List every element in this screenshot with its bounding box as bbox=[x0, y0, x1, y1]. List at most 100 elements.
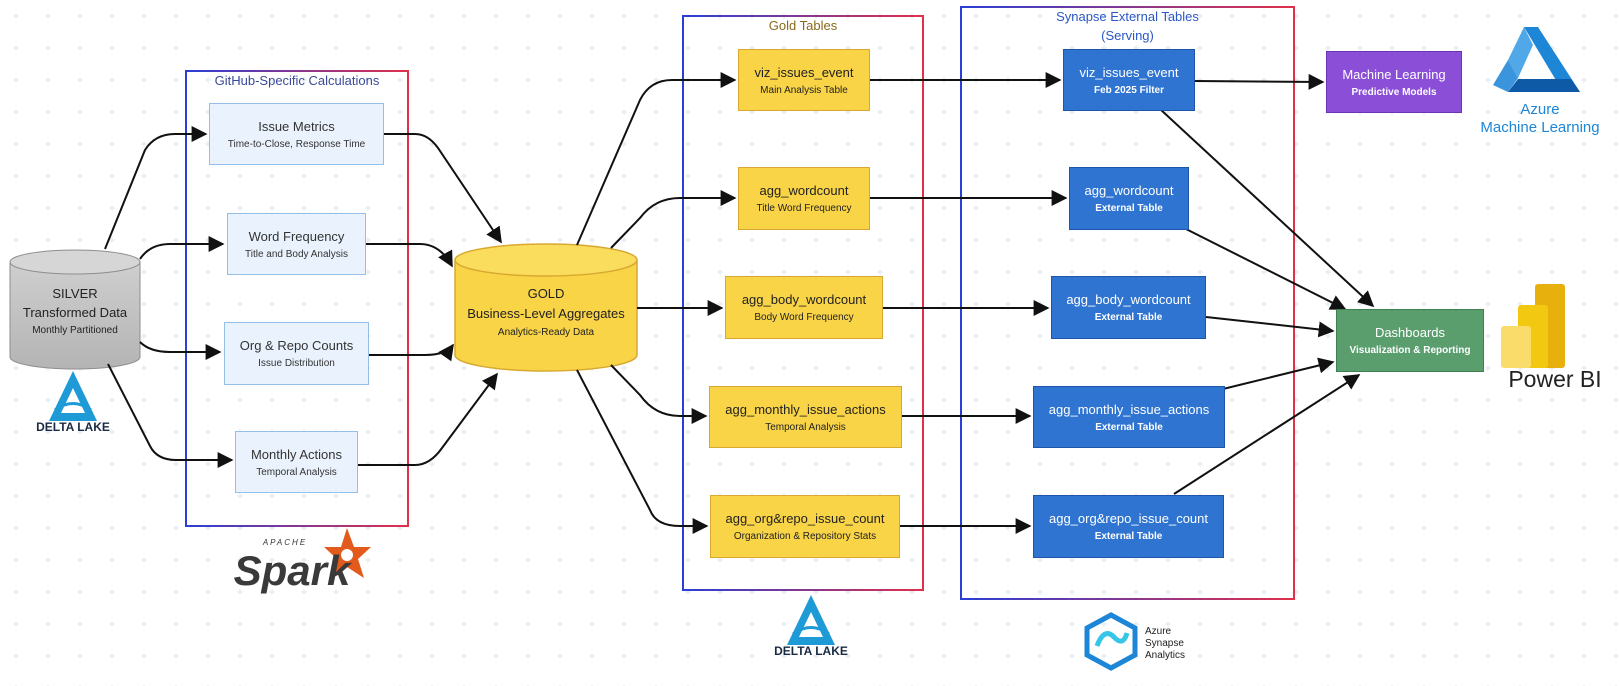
org-repo-counts-desc: Issue Distribution bbox=[258, 358, 335, 369]
gold-label: GOLD Business-Level Aggregates Analytics… bbox=[455, 286, 637, 338]
issue-metrics-desc: Time-to-Close, Response Time bbox=[227, 138, 366, 150]
synapse-table-title: viz_issues_event bbox=[1079, 64, 1179, 80]
gold-note: Analytics-Ready Data bbox=[497, 327, 595, 338]
spark-logo-text: Spark bbox=[233, 547, 351, 594]
synapse-table-title: agg_org&repo_issue_count bbox=[1048, 511, 1208, 526]
arrow-silver-to-word-frequency bbox=[139, 236, 225, 260]
gold-table-title: agg_org&repo_issue_count bbox=[725, 511, 885, 526]
monthly-actions-desc: Temporal Analysis bbox=[256, 466, 337, 478]
synapse-table-desc: External Table bbox=[1094, 531, 1163, 542]
arrow-silver-to-org-repo-counts bbox=[139, 341, 222, 360]
gold-table-title: agg_wordcount bbox=[759, 183, 849, 198]
delta-lake-logo-left bbox=[49, 371, 97, 421]
dashboards-title: Dashboards bbox=[1374, 325, 1446, 340]
monthly-actions-box[interactable]: Monthly Actions Temporal Analysis bbox=[235, 431, 358, 493]
delta-lake-text-left: DELTA LAKE bbox=[36, 420, 110, 434]
gold-title: GOLD bbox=[527, 286, 565, 301]
azure-ml-text-line2: Machine Learning bbox=[1480, 119, 1600, 136]
synapse-table-title: agg_wordcount bbox=[1084, 183, 1174, 198]
arrow-gold-to-viz-issues-event bbox=[576, 72, 737, 246]
gold-table-title: agg_monthly_issue_actions bbox=[725, 401, 886, 417]
arrow-synapse-wordcount-to-dashboards bbox=[1185, 228, 1347, 310]
delta-lake-text-bottom: DELTA LAKE bbox=[774, 644, 848, 658]
machine-learning-box[interactable]: Machine Learning Predictive Models bbox=[1326, 51, 1462, 113]
arrow-synapse-body-wordcount-to-dashboards bbox=[1205, 316, 1335, 338]
machine-learning-title: Machine Learning bbox=[1342, 66, 1446, 82]
gold-table-agg-org-repo-issue-count[interactable]: agg_org&repo_issue_count Organization & … bbox=[710, 495, 900, 558]
gold-table-title: viz_issues_event bbox=[754, 64, 854, 80]
synapse-table-desc: Feb 2025 Filter bbox=[1093, 84, 1165, 96]
gold-table-title: agg_body_wordcount bbox=[741, 292, 867, 307]
synapse-tables-group bbox=[960, 6, 1295, 600]
github-calculations-label: GitHub-Specific Calculations bbox=[214, 73, 380, 88]
connectors bbox=[104, 72, 1375, 534]
monthly-actions-title: Monthly Actions bbox=[250, 446, 343, 462]
synapse-tables-label-line1: Synapse External Tables bbox=[1056, 9, 1199, 24]
synapse-tables-label: Synapse External Tables (Serving) bbox=[961, 7, 1294, 45]
arrow-gold-to-agg-monthly-issue-actions bbox=[610, 364, 708, 424]
word-frequency-box[interactable]: Word Frequency Title and Body Analysis bbox=[227, 213, 366, 275]
gold-table-viz-issues-event[interactable]: viz_issues_event Main Analysis Table bbox=[738, 49, 870, 111]
synapse-table-desc: External Table bbox=[1094, 312, 1163, 323]
azure-synapse-logo bbox=[1084, 612, 1138, 671]
gold-tables-label: Gold Tables bbox=[768, 18, 838, 33]
gold-table-desc: Organization & Repository Stats bbox=[733, 531, 877, 542]
spark-star-icon bbox=[324, 528, 371, 578]
synapse-table-desc: External Table bbox=[1095, 203, 1163, 214]
silver-title: SILVER bbox=[52, 286, 98, 301]
arrow-synapse-to-machine-learning bbox=[1194, 73, 1325, 90]
arrow-org-repo-counts-to-gold bbox=[369, 343, 454, 362]
synapse-table-agg-org-repo-issue-count[interactable]: agg_org&repo_issue_count External Table bbox=[1033, 495, 1224, 558]
arrow-silver-to-issue-metrics bbox=[104, 126, 208, 250]
arrow-silver-to-monthly-actions bbox=[107, 363, 234, 468]
silver-cylinder[interactable] bbox=[9, 249, 141, 370]
synapse-table-viz-issues-event[interactable]: viz_issues_event Feb 2025 Filter bbox=[1063, 49, 1195, 111]
gold-table-desc: Title Word Frequency bbox=[756, 203, 852, 214]
gold-table-agg-body-wordcount[interactable]: agg_body_wordcount Body Word Frequency bbox=[725, 276, 883, 339]
dashboards-desc: Visualization & Reporting bbox=[1349, 345, 1471, 356]
azure-synapse-text: Azure Synapse Analytics bbox=[1145, 626, 1205, 662]
silver-label: SILVER Transformed Data Monthly Partitio… bbox=[10, 286, 140, 336]
gold-table-desc: Body Word Frequency bbox=[754, 312, 854, 323]
power-bi-text: Power BI bbox=[1508, 366, 1602, 392]
issue-metrics-title: Issue Metrics bbox=[258, 118, 335, 134]
gold-tables-group bbox=[682, 15, 924, 591]
arrow-issue-metrics-to-gold bbox=[384, 133, 502, 244]
synapse-table-agg-body-wordcount[interactable]: agg_body_wordcount External Table bbox=[1051, 276, 1206, 339]
gold-table-agg-monthly-issue-actions[interactable]: agg_monthly_issue_actions Temporal Analy… bbox=[709, 386, 902, 448]
gold-table-desc: Temporal Analysis bbox=[765, 421, 846, 433]
synapse-table-agg-wordcount[interactable]: agg_wordcount External Table bbox=[1069, 167, 1189, 230]
arrow-synapse-viz-to-dashboards bbox=[1159, 108, 1375, 308]
power-bi-logo bbox=[1501, 284, 1565, 368]
github-calculations-group bbox=[185, 70, 409, 527]
gold-table-agg-wordcount[interactable]: agg_wordcount Title Word Frequency bbox=[738, 167, 870, 230]
synapse-table-title: agg_body_wordcount bbox=[1066, 292, 1191, 307]
gold-cylinder[interactable] bbox=[454, 243, 638, 372]
issue-metrics-box[interactable]: Issue Metrics Time-to-Close, Response Ti… bbox=[209, 103, 384, 165]
silver-subtitle: Transformed Data bbox=[22, 305, 128, 320]
azure-ml-text: Azure Machine Learning bbox=[1460, 101, 1620, 137]
azure-synapse-text-line1: Azure bbox=[1145, 626, 1172, 637]
synapse-table-title: agg_monthly_issue_actions bbox=[1048, 401, 1210, 417]
azure-ml-logo bbox=[1493, 27, 1580, 92]
machine-learning-desc: Predictive Models bbox=[1351, 86, 1437, 98]
arrow-monthly-actions-to-gold bbox=[358, 372, 498, 466]
org-repo-counts-box[interactable]: Org & Repo Counts Issue Distribution bbox=[224, 322, 369, 385]
gold-subtitle: Business-Level Aggregates bbox=[467, 306, 625, 321]
arrow-synapse-org-repo-to-dashboards bbox=[1173, 374, 1361, 495]
word-frequency-desc: Title and Body Analysis bbox=[244, 248, 349, 260]
synapse-table-agg-monthly-issue-actions[interactable]: agg_monthly_issue_actions External Table bbox=[1033, 386, 1225, 448]
org-repo-counts-title: Org & Repo Counts bbox=[239, 338, 354, 353]
arrow-gold-to-agg-org-repo-issue-count bbox=[576, 369, 709, 534]
azure-synapse-text-line3: Analytics bbox=[1145, 650, 1186, 661]
synapse-table-desc: External Table bbox=[1095, 421, 1163, 433]
azure-synapse-text-line2: Synapse bbox=[1145, 638, 1184, 649]
synapse-tables-label-line2: (Serving) bbox=[1101, 28, 1154, 43]
word-frequency-title: Word Frequency bbox=[248, 228, 345, 244]
arrow-word-frequency-to-gold bbox=[366, 243, 453, 268]
dashboards-box[interactable]: Dashboards Visualization & Reporting bbox=[1336, 309, 1484, 372]
silver-note: Monthly Partitioned bbox=[32, 325, 118, 336]
gold-table-desc: Main Analysis Table bbox=[760, 84, 848, 96]
azure-ml-text-line1: Azure bbox=[1520, 101, 1560, 118]
delta-lake-logo-bottom bbox=[787, 595, 835, 645]
